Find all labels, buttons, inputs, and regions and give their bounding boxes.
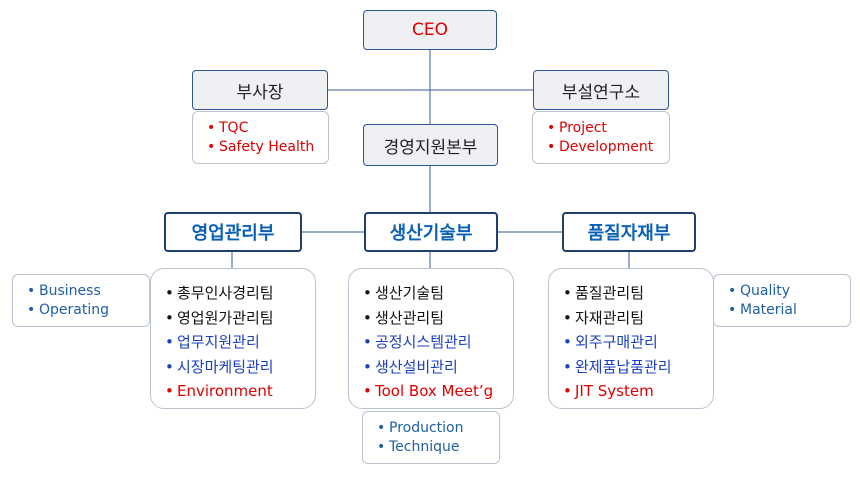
sales-dept-label: 영업관리부 [191, 223, 275, 244]
list-item: •자재관리팀 [563, 306, 644, 331]
list-item: •업무지원관리 [165, 330, 260, 355]
quality-side-notes: •Quality •Material [713, 274, 851, 327]
bullet-icon: • [165, 333, 174, 351]
list-item: •Development [547, 138, 653, 157]
note-text: Material [740, 301, 797, 318]
bullet-icon: • [363, 284, 372, 302]
research-lab-notes: •Project •Development [532, 111, 670, 164]
list-item: •Operating [27, 301, 109, 320]
list-item: •Safety Health [207, 138, 314, 157]
bullet-icon: • [363, 333, 372, 351]
team-text: 업무지원관리 [177, 333, 260, 351]
list-item: •생산설비관리 [363, 355, 458, 380]
team-text: 생산관리팀 [375, 308, 445, 327]
list-item: •완제품납품관리 [563, 355, 672, 380]
sales-side-notes: •Business •Operating [12, 274, 150, 327]
list-item: •Tool Box Meet’g [363, 379, 493, 404]
sales-dept-box: 영업관리부 [164, 212, 302, 252]
bullet-icon: • [207, 138, 216, 155]
list-item: •Environment [165, 379, 273, 404]
bullet-icon: • [563, 308, 572, 327]
quality-dept-label: 품질자재부 [587, 223, 671, 244]
list-item: •Technique [377, 438, 460, 457]
bullet-icon: • [165, 308, 174, 327]
team-text: JIT System [575, 382, 654, 400]
note-text: Business [39, 282, 101, 299]
research-lab-box: 부설연구소 [533, 70, 669, 110]
list-item: •생산관리팀 [363, 306, 444, 331]
note-text: Technique [389, 438, 460, 455]
list-item: •Production [377, 419, 463, 438]
team-text: 품질관리팀 [575, 284, 645, 302]
list-item: •TQC [207, 119, 248, 138]
bullet-icon: • [563, 382, 572, 400]
production-dept-box: 생산기술부 [364, 212, 498, 252]
quality-dept-box: 품질자재부 [562, 212, 696, 252]
team-text: Tool Box Meet’g [375, 382, 494, 400]
bullet-icon: • [363, 308, 372, 327]
vice-president-notes: •TQC •Safety Health [192, 111, 329, 164]
ceo-label: CEO [412, 20, 448, 40]
list-item: •외주구매관리 [563, 330, 658, 355]
note-text: Production [389, 419, 464, 436]
production-dept-label: 생산기술부 [389, 223, 473, 244]
note-text: Development [559, 138, 654, 155]
bullet-icon: • [547, 138, 556, 155]
note-text: Operating [39, 301, 109, 318]
team-text: 생산설비관리 [375, 357, 458, 376]
team-text: 영업원가관리팀 [177, 308, 274, 327]
list-item: •Business [27, 282, 101, 301]
team-text: 공정시스템관리 [375, 333, 472, 351]
note-text: Quality [740, 282, 791, 299]
production-teams-box: •생산기술팀 •생산관리팀 •공정시스템관리 •생산설비관리 •Tool Box… [348, 268, 514, 409]
note-text: Project [559, 119, 607, 136]
note-text: TQC [219, 119, 249, 136]
list-item: •총무인사경리팀 [165, 281, 274, 306]
team-text: 자재관리팀 [575, 308, 645, 327]
bullet-icon: • [207, 119, 216, 136]
list-item: •생산기술팀 [363, 281, 444, 306]
team-text: 생산기술팀 [375, 284, 445, 302]
team-text: 완제품납품관리 [575, 357, 672, 376]
bullet-icon: • [165, 357, 174, 376]
bullet-icon: • [728, 282, 737, 299]
team-text: 총무인사경리팀 [177, 284, 274, 302]
bullet-icon: • [27, 301, 36, 318]
bullet-icon: • [363, 382, 372, 400]
bullet-icon: • [563, 357, 572, 376]
management-support-box: 경영지원본부 [363, 124, 498, 166]
bullet-icon: • [547, 119, 556, 136]
list-item: •Material [728, 301, 797, 320]
bullet-icon: • [563, 333, 572, 351]
bullet-icon: • [27, 282, 36, 299]
list-item: •JIT System [563, 379, 654, 404]
bullet-icon: • [165, 382, 174, 400]
sales-teams-box: •총무인사경리팀 •영업원가관리팀 •업무지원관리 •시장마케팅관리 •Envi… [150, 268, 316, 409]
management-support-label: 경영지원본부 [383, 137, 478, 158]
bullet-icon: • [363, 357, 372, 376]
vice-president-box: 부사장 [192, 70, 328, 110]
list-item: •품질관리팀 [563, 281, 644, 306]
team-text: Environment [177, 382, 273, 400]
note-text: Safety Health [219, 138, 315, 155]
bullet-icon: • [165, 284, 174, 302]
list-item: •Quality [728, 282, 790, 301]
team-text: 시장마케팅관리 [177, 357, 274, 376]
quality-teams-box: •품질관리팀 •자재관리팀 •외주구매관리 •완제품납품관리 •JIT Syst… [548, 268, 714, 409]
bullet-icon: • [563, 284, 572, 302]
vice-president-label: 부사장 [236, 82, 284, 103]
list-item: •Project [547, 119, 607, 138]
research-lab-label: 부설연구소 [561, 82, 641, 103]
bullet-icon: • [377, 419, 386, 436]
production-bottom-notes: •Production •Technique [362, 411, 500, 464]
list-item: •영업원가관리팀 [165, 306, 274, 331]
list-item: •시장마케팅관리 [165, 355, 274, 380]
bullet-icon: • [377, 438, 386, 455]
bullet-icon: • [728, 301, 737, 318]
ceo-box: CEO [363, 10, 497, 50]
team-text: 외주구매관리 [575, 333, 658, 351]
list-item: •공정시스템관리 [363, 330, 472, 355]
